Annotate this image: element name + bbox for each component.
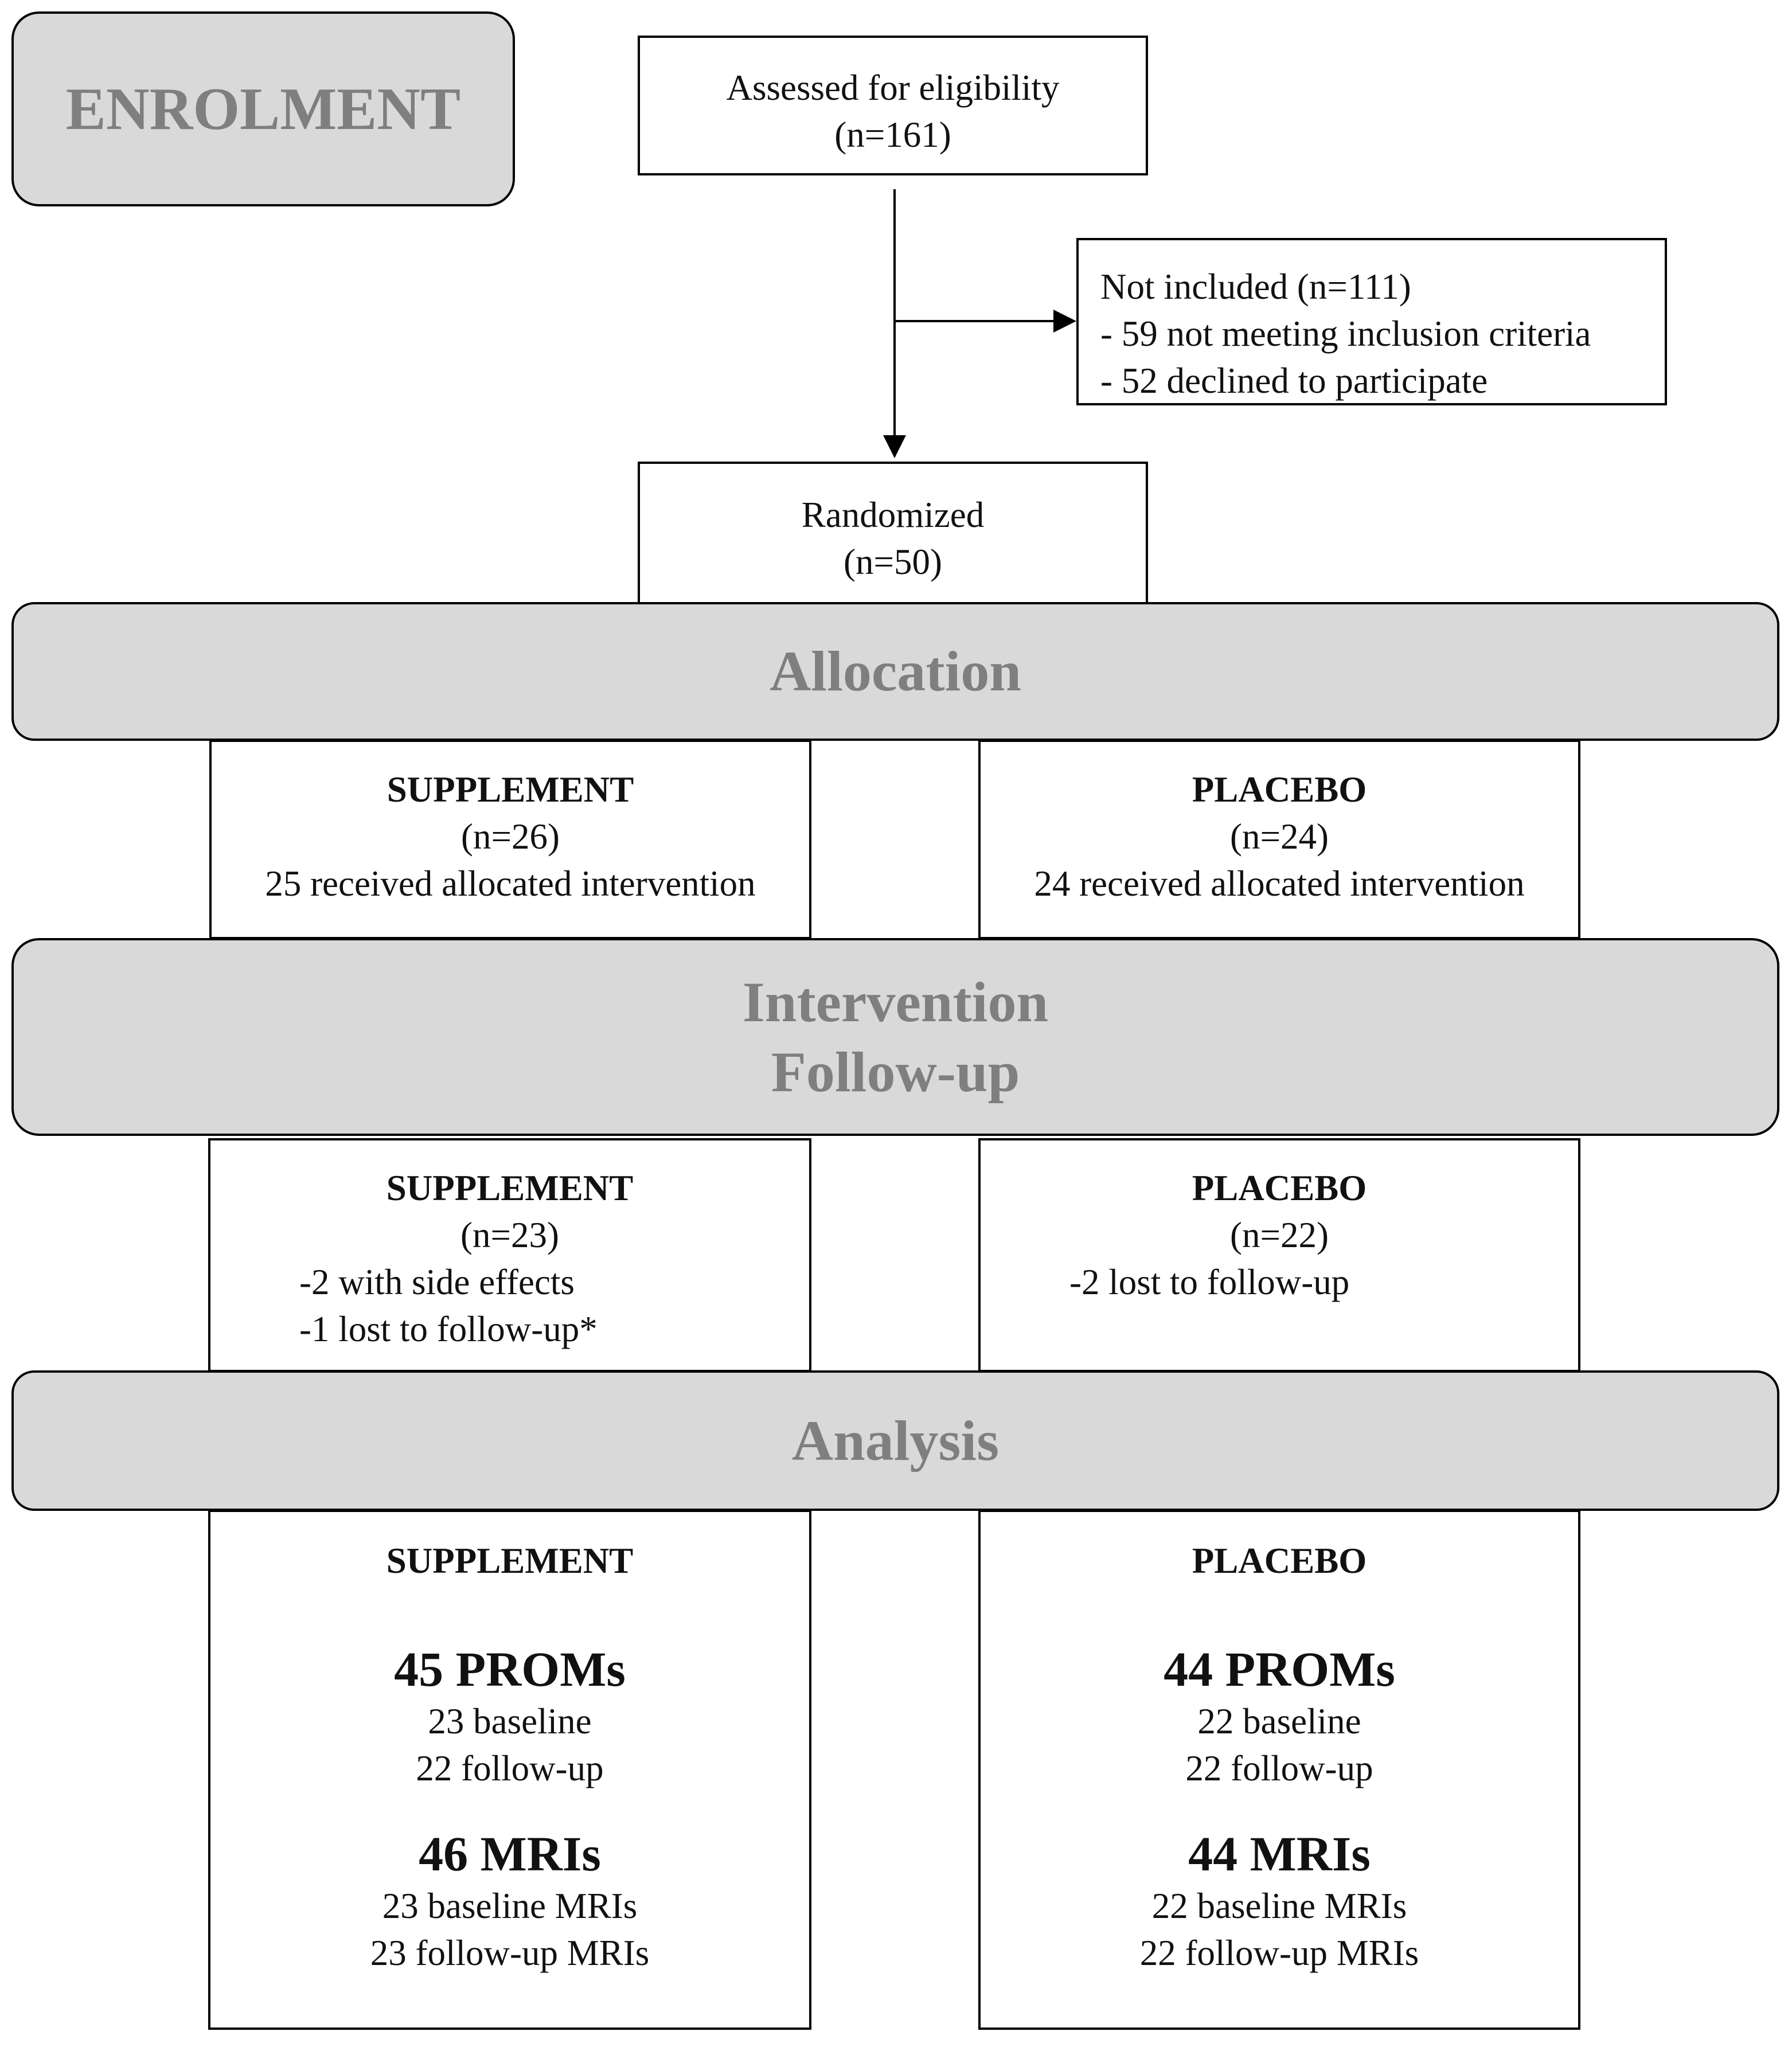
- followup-placebo-label: PLACEBO: [1192, 1168, 1367, 1208]
- analysis-placebo-box: PLACEBO 44 PROMs 22 baseline 22 follow-u…: [978, 1510, 1580, 2030]
- allocation-supplement-count: (n=26): [461, 817, 560, 857]
- not-included-reason: - 52 declined to participate: [1100, 361, 1488, 401]
- randomized-title: Randomized: [801, 495, 985, 535]
- stage-enrolment: ENROLMENT: [11, 11, 515, 206]
- analysis-placebo-mris-followup: 22 follow-up MRIs: [1139, 1933, 1419, 1973]
- allocation-supplement-note: 25 received allocated intervention: [265, 864, 756, 904]
- not-included-box: Not included (n=111) - 59 not meeting in…: [1076, 238, 1667, 405]
- stage-allocation-label: Allocation: [770, 639, 1021, 703]
- randomized-box: Randomized (n=50): [638, 462, 1148, 605]
- allocation-placebo-count: (n=24): [1230, 817, 1329, 857]
- stage-allocation: Allocation: [11, 602, 1779, 741]
- not-included-reason: - 59 not meeting inclusion criteria: [1100, 314, 1591, 354]
- allocation-placebo-note: 24 received allocated intervention: [1034, 864, 1525, 904]
- analysis-supplement-proms: 45 PROMs: [394, 1642, 626, 1697]
- assessed-title: Assessed for eligibility: [726, 68, 1060, 108]
- randomized-count: (n=50): [844, 542, 942, 582]
- assessed-count: (n=161): [834, 115, 951, 155]
- followup-placebo-note: -2 lost to follow-up: [1069, 1262, 1350, 1302]
- followup-supplement-note: -2 with side effects: [299, 1262, 575, 1302]
- stage-analysis-label: Analysis: [791, 1408, 1000, 1472]
- analysis-placebo-proms: 44 PROMs: [1164, 1642, 1395, 1697]
- followup-placebo-box: PLACEBO (n=22) -2 lost to follow-up: [978, 1138, 1580, 1372]
- allocation-placebo-label: PLACEBO: [1192, 769, 1367, 810]
- analysis-placebo-proms-baseline: 22 baseline: [1197, 1701, 1361, 1741]
- analysis-placebo-label: PLACEBO: [1192, 1541, 1367, 1581]
- stage-intervention-label: Intervention: [742, 970, 1049, 1034]
- followup-placebo-count: (n=22): [1230, 1215, 1329, 1255]
- allocation-supplement-box: SUPPLEMENT (n=26) 25 received allocated …: [209, 740, 811, 939]
- followup-supplement-label: SUPPLEMENT: [386, 1168, 634, 1208]
- stage-enrolment-label: ENROLMENT: [65, 75, 461, 142]
- analysis-supplement-proms-followup: 22 follow-up: [416, 1748, 604, 1788]
- analysis-supplement-mris-followup: 23 follow-up MRIs: [370, 1933, 650, 1973]
- analysis-supplement-proms-baseline: 23 baseline: [428, 1701, 592, 1741]
- analysis-placebo-mris: 44 MRIs: [1188, 1826, 1371, 1881]
- analysis-supplement-box: SUPPLEMENT 45 PROMs 23 baseline 22 follo…: [208, 1510, 811, 2030]
- allocation-supplement-label: SUPPLEMENT: [386, 769, 634, 810]
- assessed-box: Assessed for eligibility (n=161): [638, 36, 1148, 175]
- analysis-supplement-label: SUPPLEMENT: [386, 1541, 634, 1581]
- analysis-placebo-mris-baseline: 22 baseline MRIs: [1151, 1886, 1407, 1926]
- analysis-supplement-mris-baseline: 23 baseline MRIs: [382, 1886, 638, 1926]
- analysis-supplement-mris: 46 MRIs: [419, 1826, 601, 1881]
- not-included-title: Not included (n=111): [1100, 267, 1411, 307]
- stage-followup-label: Follow-up: [771, 1040, 1020, 1104]
- followup-supplement-note: -1 lost to follow-up*: [299, 1309, 598, 1349]
- followup-supplement-count: (n=23): [460, 1215, 559, 1255]
- stage-analysis: Analysis: [11, 1370, 1779, 1511]
- followup-supplement-box: SUPPLEMENT (n=23) -2 with side effects -…: [208, 1138, 811, 1372]
- analysis-placebo-proms-followup: 22 follow-up: [1185, 1748, 1373, 1788]
- stage-intervention-followup: Intervention Follow-up: [11, 938, 1779, 1136]
- allocation-placebo-box: PLACEBO (n=24) 24 received allocated int…: [978, 740, 1580, 939]
